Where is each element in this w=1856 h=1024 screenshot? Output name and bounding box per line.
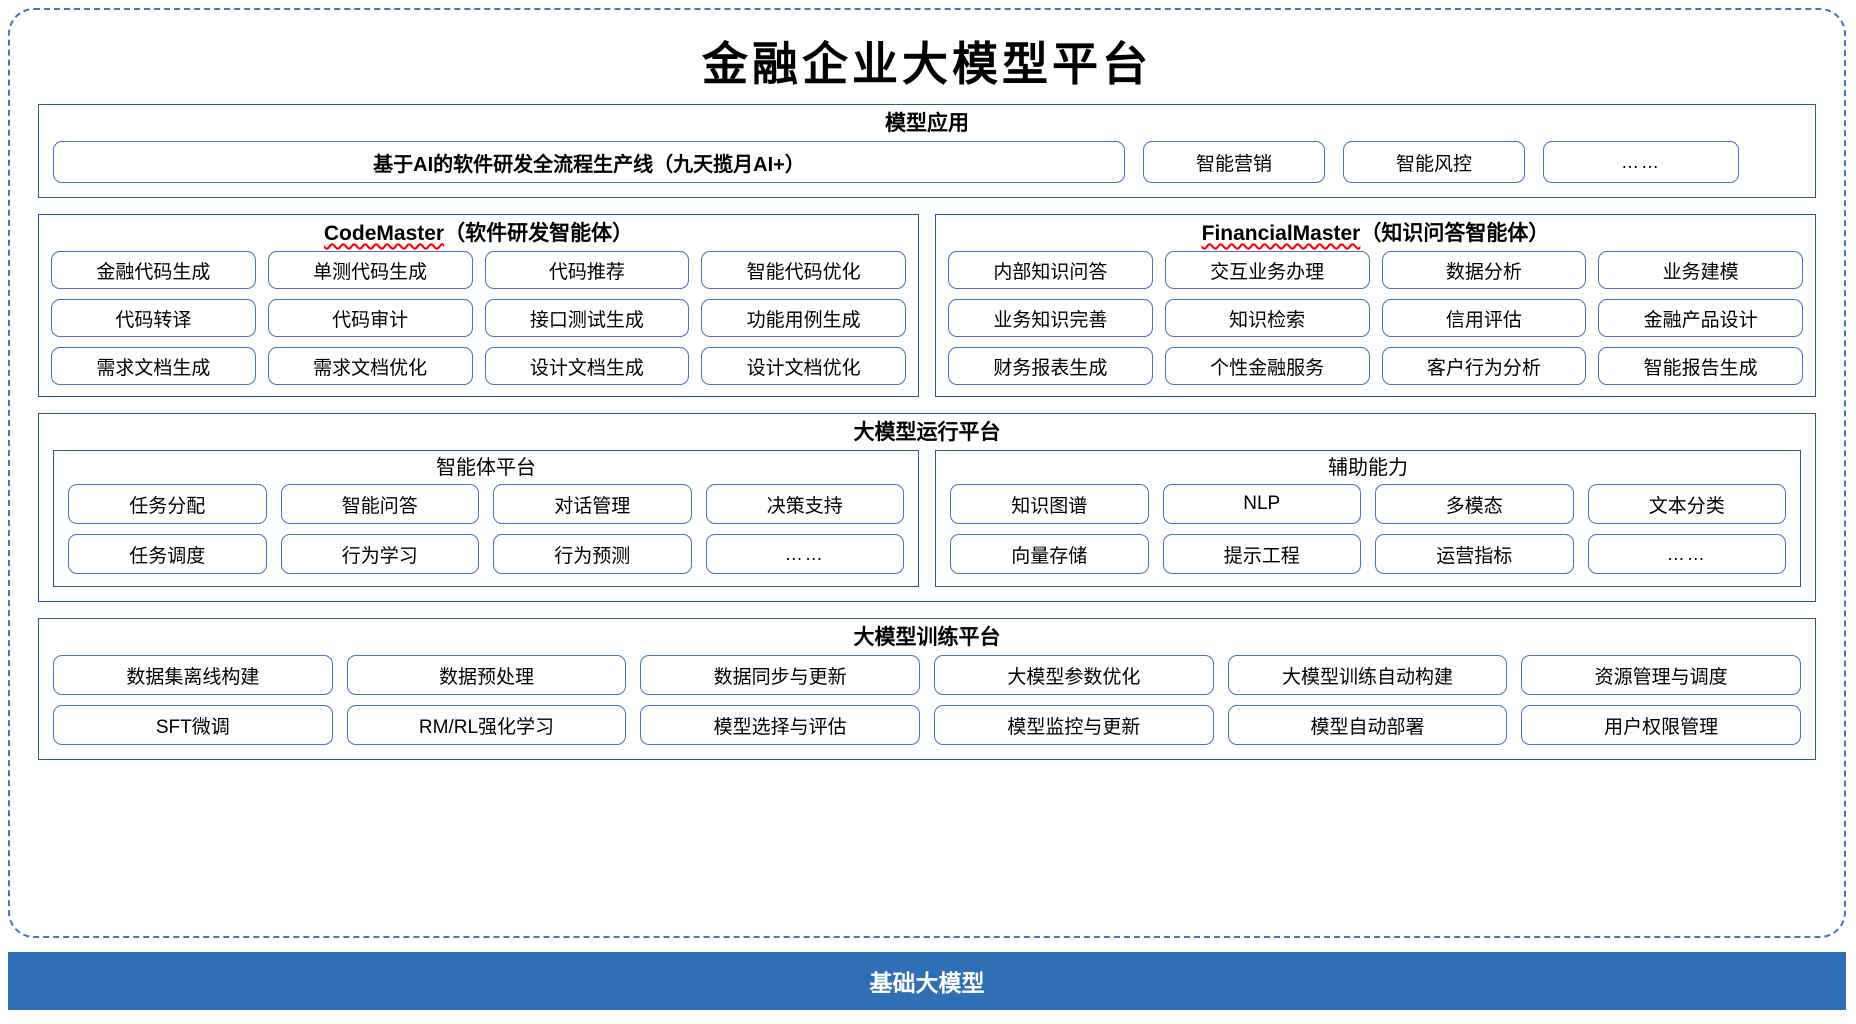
training-item-5[interactable]: 资源管理与调度 (1521, 655, 1801, 696)
training-platform-title: 大模型训练平台 (853, 626, 1001, 650)
financialmaster-panel: FinancialMaster（知识问答智能体） 内部知识问答 交互业务办理 数… (935, 214, 1816, 398)
financialmaster-title: FinancialMaster（知识问答智能体） (948, 215, 1803, 251)
app-item-ai-pipeline[interactable]: 基于AI的软件研发全流程生产线（九天揽月AI+） (53, 141, 1125, 184)
agent-platform-item-2[interactable]: 对话管理 (493, 484, 692, 525)
auxiliary-capability-title: 辅助能力 (1328, 457, 1408, 480)
model-application-items: 基于AI的软件研发全流程生产线（九天揽月AI+） 智能营销 智能风控 …… (53, 141, 1801, 185)
codemaster-item-8[interactable]: 需求文档生成 (51, 347, 256, 386)
codemaster-title: CodeMaster（软件研发智能体） (51, 215, 906, 251)
foundation-model-bar: 基础大模型 (8, 952, 1846, 1010)
auxiliary-capability-items: 知识图谱 NLP 多模态 文本分类 向量存储 提示工程 运营指标 …… (950, 484, 1786, 575)
auxiliary-capability-panel: 辅助能力 知识图谱 NLP 多模态 文本分类 向量存储 提示工程 运营指标 …… (935, 450, 1801, 588)
codemaster-item-1[interactable]: 单测代码生成 (267, 251, 473, 290)
codemaster-name-cn: （软件研发智能体） (444, 222, 634, 245)
codemaster-item-7[interactable]: 功能用例生成 (701, 299, 906, 338)
financialmaster-items: 内部知识问答 交互业务办理 数据分析 业务建模 业务知识完善 知识检索 信用评估… (948, 251, 1803, 386)
codemaster-name: CodeMaster (323, 222, 445, 245)
agent-platform-title: 智能体平台 (436, 457, 536, 480)
auxiliary-item-1[interactable]: NLP (1162, 484, 1361, 525)
financialmaster-name-cn: （知识问答智能体） (1360, 222, 1550, 245)
agent-platform-item-4[interactable]: 任务调度 (68, 534, 267, 575)
financialmaster-item-10[interactable]: 客户行为分析 (1381, 347, 1587, 386)
financialmaster-item-7[interactable]: 金融产品设计 (1598, 299, 1803, 338)
financialmaster-item-6[interactable]: 信用评估 (1381, 299, 1587, 338)
training-item-11[interactable]: 用户权限管理 (1521, 705, 1801, 746)
financialmaster-item-2[interactable]: 数据分析 (1381, 251, 1587, 290)
codemaster-item-2[interactable]: 代码推荐 (484, 251, 690, 290)
auxiliary-item-more[interactable]: …… (1587, 534, 1786, 575)
training-item-7[interactable]: RM/RL强化学习 (346, 705, 627, 746)
agent-platform-item-0[interactable]: 任务分配 (68, 484, 267, 525)
auxiliary-item-0[interactable]: 知识图谱 (950, 484, 1149, 525)
training-item-1[interactable]: 数据预处理 (346, 655, 627, 696)
runtime-platform-panel: 大模型运行平台 智能体平台 任务分配 智能问答 对话管理 决策支持 任务调度 行… (38, 413, 1816, 603)
codemaster-items: 金融代码生成 单测代码生成 代码推荐 智能代码优化 代码转译 代码审计 接口测试… (51, 251, 906, 386)
financialmaster-name: FinancialMaster (1201, 222, 1361, 245)
training-item-0[interactable]: 数据集离线构建 (53, 655, 333, 696)
training-item-8[interactable]: 模型选择与评估 (640, 705, 920, 746)
agent-platform-items: 任务分配 智能问答 对话管理 决策支持 任务调度 行为学习 行为预测 …… (68, 484, 904, 575)
codemaster-item-5[interactable]: 代码审计 (267, 299, 473, 338)
training-item-4[interactable]: 大模型训练自动构建 (1227, 655, 1508, 696)
financialmaster-item-1[interactable]: 交互业务办理 (1164, 251, 1370, 290)
financialmaster-item-5[interactable]: 知识检索 (1164, 299, 1370, 338)
training-item-2[interactable]: 数据同步与更新 (640, 655, 920, 696)
foundation-model-label: 基础大模型 (869, 970, 985, 996)
training-item-9[interactable]: 模型监控与更新 (933, 705, 1214, 746)
runtime-platform-title: 大模型运行平台 (853, 421, 1001, 445)
codemaster-item-10[interactable]: 设计文档生成 (484, 347, 690, 386)
codemaster-panel: CodeMaster（软件研发智能体） 金融代码生成 单测代码生成 代码推荐 智… (38, 214, 919, 398)
agent-platform-item-1[interactable]: 智能问答 (280, 484, 479, 525)
auxiliary-item-4[interactable]: 向量存储 (950, 534, 1149, 575)
model-application-panel: 模型应用 基于AI的软件研发全流程生产线（九天揽月AI+） 智能营销 智能风控 … (38, 104, 1816, 198)
agents-row: CodeMaster（软件研发智能体） 金融代码生成 单测代码生成 代码推荐 智… (38, 214, 1816, 398)
app-item-smart-risk-control[interactable]: 智能风控 (1343, 141, 1525, 184)
codemaster-item-6[interactable]: 接口测试生成 (484, 299, 690, 338)
agent-platform-panel: 智能体平台 任务分配 智能问答 对话管理 决策支持 任务调度 行为学习 行为预测… (53, 450, 919, 588)
financialmaster-item-8[interactable]: 财务报表生成 (948, 347, 1153, 386)
training-platform-panel: 大模型训练平台 数据集离线构建 数据预处理 数据同步与更新 大模型参数优化 大模… (38, 618, 1816, 761)
runtime-subsections: 智能体平台 任务分配 智能问答 对话管理 决策支持 任务调度 行为学习 行为预测… (53, 450, 1801, 588)
agent-platform-item-5[interactable]: 行为学习 (280, 534, 479, 575)
agent-platform-item-3[interactable]: 决策支持 (705, 484, 904, 525)
app-item-more[interactable]: …… (1543, 141, 1739, 184)
training-platform-items: 数据集离线构建 数据预处理 数据同步与更新 大模型参数优化 大模型训练自动构建 … (53, 655, 1801, 746)
codemaster-item-3[interactable]: 智能代码优化 (701, 251, 906, 290)
app-item-smart-marketing[interactable]: 智能营销 (1143, 141, 1325, 184)
codemaster-item-0[interactable]: 金融代码生成 (51, 251, 256, 290)
auxiliary-item-3[interactable]: 文本分类 (1587, 484, 1786, 525)
training-item-10[interactable]: 模型自动部署 (1227, 705, 1508, 746)
training-item-6[interactable]: SFT微调 (53, 705, 333, 746)
training-item-3[interactable]: 大模型参数优化 (933, 655, 1214, 696)
agent-platform-item-6[interactable]: 行为预测 (493, 534, 692, 575)
model-application-title: 模型应用 (885, 112, 969, 135)
codemaster-item-11[interactable]: 设计文档优化 (701, 347, 906, 386)
codemaster-item-4[interactable]: 代码转译 (51, 299, 256, 338)
platform-outer-container: 金融企业大模型平台 模型应用 基于AI的软件研发全流程生产线（九天揽月AI+） … (8, 8, 1846, 938)
codemaster-item-9[interactable]: 需求文档优化 (267, 347, 473, 386)
auxiliary-item-2[interactable]: 多模态 (1375, 484, 1574, 525)
agent-platform-item-more[interactable]: …… (705, 534, 904, 575)
financialmaster-item-3[interactable]: 业务建模 (1598, 251, 1803, 290)
financialmaster-item-11[interactable]: 智能报告生成 (1598, 347, 1803, 386)
financialmaster-item-4[interactable]: 业务知识完善 (948, 299, 1153, 338)
auxiliary-item-5[interactable]: 提示工程 (1162, 534, 1361, 575)
auxiliary-item-6[interactable]: 运营指标 (1375, 534, 1574, 575)
page-title: 金融企业大模型平台 (702, 39, 1152, 90)
financialmaster-item-9[interactable]: 个性金融服务 (1164, 347, 1370, 386)
financialmaster-item-0[interactable]: 内部知识问答 (948, 251, 1153, 290)
